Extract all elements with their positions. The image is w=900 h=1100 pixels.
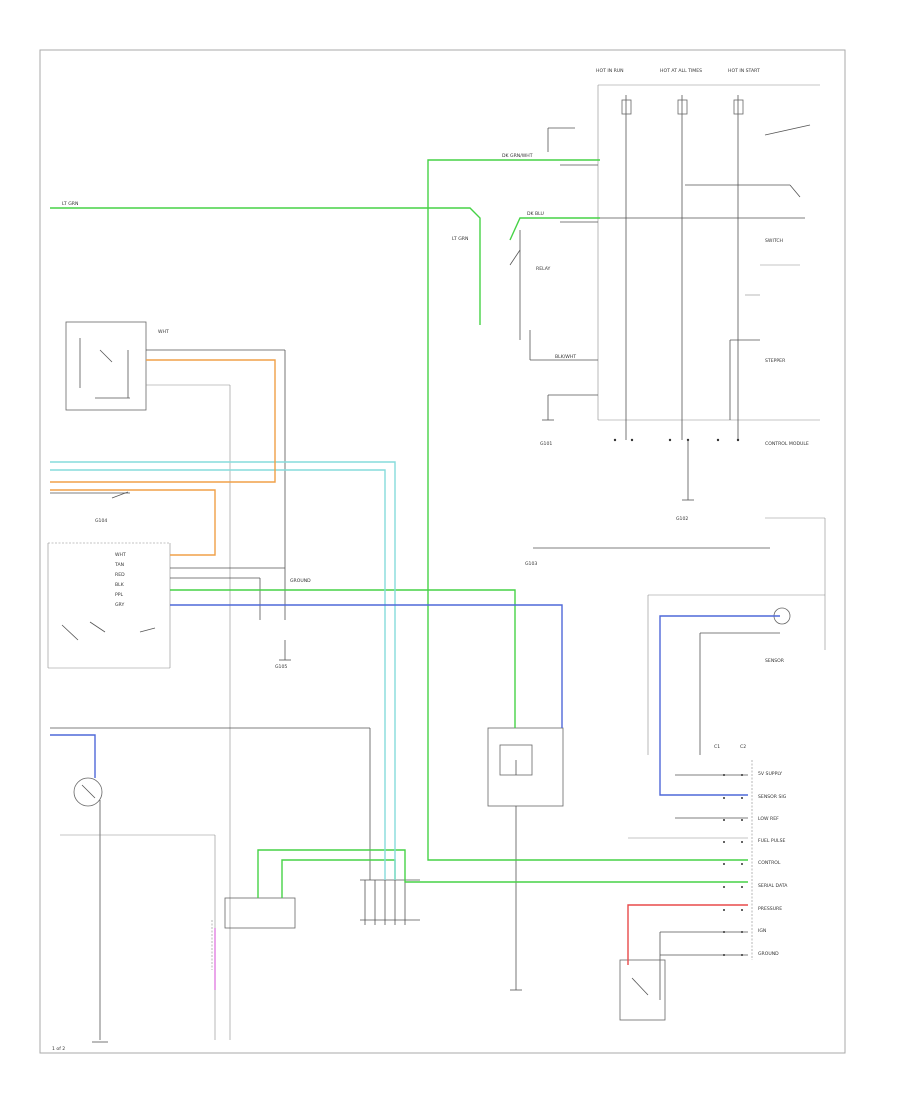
- label-dk-grn-top: DK GRN/WHT: [502, 153, 533, 159]
- ctrl-pin-6: GRY: [115, 602, 124, 608]
- wire-blue-1: [170, 604, 563, 728]
- left-relay-box: WHT: [65, 321, 169, 411]
- switch-box-label: SWITCH: [765, 238, 783, 244]
- wire-green-long: [427, 159, 748, 861]
- wire-green-bottom: [257, 849, 748, 898]
- ctrl-module-label: CONTROL MODULE: [765, 441, 809, 447]
- fuse-label-b: HOT AT ALL TIMES: [660, 68, 702, 74]
- left-page-ref: 1 of 2: [52, 1046, 65, 1052]
- wire-red: [627, 904, 748, 965]
- label-lt-grn-vert: LT GRN: [452, 236, 468, 242]
- stepper-label: STEPPER: [765, 358, 786, 364]
- relay-assembly: RELAY G101: [509, 230, 598, 447]
- wire-green-top: [50, 207, 481, 325]
- ctrl-pin-4: BLK: [115, 582, 125, 588]
- pin-c2-label: C2: [740, 744, 746, 750]
- wire-orange-1: [50, 359, 276, 483]
- pin-c1-label: C1: [714, 744, 720, 750]
- ctrl-pin-5: PPL: [115, 592, 124, 598]
- lower-left-sensor: 1 of 2: [50, 727, 371, 1052]
- sensor-box-label: SENSOR: [765, 658, 785, 664]
- diagram-frame: [39, 49, 846, 1054]
- wire-blue-3: [659, 615, 780, 796]
- left-ground-label: G105: [275, 664, 287, 670]
- wire-green-mid: [509, 217, 600, 241]
- left-control-module: WHT TAN RED BLK PPL GRY G105: [47, 542, 291, 670]
- fuse-block: HOT IN RUN HOT AT ALL TIMES HOT IN START: [596, 68, 820, 440]
- fuse-label-c: HOT IN START: [728, 68, 760, 74]
- ecm-pin-pressure: PRESSURE: [758, 906, 782, 912]
- fuse-label-a: HOT IN RUN: [596, 68, 624, 74]
- ecm-pin-control: CONTROL: [758, 860, 781, 866]
- ctrl-pin-2: TAN: [114, 562, 124, 568]
- ground-g3-label: G103: [525, 561, 537, 567]
- ecm-pin-ground: GROUND: [758, 951, 779, 957]
- ctrl-pin-1: WHT: [115, 552, 126, 558]
- ecm-pin-ign: IGN: [758, 928, 766, 934]
- relay-switch-top: [547, 127, 598, 223]
- ignition-switch-contacts: SWITCH STEPPER: [598, 124, 811, 420]
- colored-wires: [50, 159, 780, 990]
- ctrl-pin-3: RED: [115, 572, 125, 578]
- wire-blue-2: [50, 734, 96, 778]
- speed-sensor-box: SENSOR: [647, 517, 826, 755]
- center-module: [487, 727, 564, 991]
- label-blk-wht: BLK/WHT: [555, 354, 576, 360]
- wire-orange-2: [50, 489, 216, 556]
- bottom-connector-block: [211, 879, 420, 970]
- ground-g1-label: G101: [540, 441, 552, 447]
- wire-cyan-2: [50, 469, 386, 880]
- wire-green-bottom2: [281, 859, 396, 898]
- ground-g4-label: G104: [95, 518, 107, 524]
- ecm-pin-serial: SERIAL DATA: [758, 883, 788, 889]
- ecm-pin-5v: 5V SUPPLY: [758, 771, 782, 777]
- ecm-pin-dots: [723, 774, 743, 956]
- label-dk-blu: DK BLU: [527, 211, 544, 217]
- ground-g2-label: G102: [676, 516, 688, 522]
- ecm-connector: C1 C2 5V SUPPLY SENSOR SIG LOW REF FUEL …: [619, 744, 788, 1021]
- wire-green-ctrl: [170, 589, 516, 728]
- wire-cyan: [50, 461, 396, 880]
- label-pin-ground: GROUND: [290, 578, 311, 584]
- label-lt-grn: LT GRN: [62, 201, 78, 207]
- relay-box-label: RELAY: [536, 266, 551, 272]
- ecm-pin-low: LOW REF: [758, 816, 779, 822]
- ecm-pin-fuel: FUEL PULSE: [758, 838, 786, 844]
- left-connector-lines: G104: [50, 349, 286, 1040]
- relay-top-label: WHT: [158, 329, 169, 335]
- fuse-block-connectors: G102 CONTROL MODULE G103: [525, 438, 809, 567]
- ecm-pin-sensor: SENSOR SIG: [758, 794, 787, 800]
